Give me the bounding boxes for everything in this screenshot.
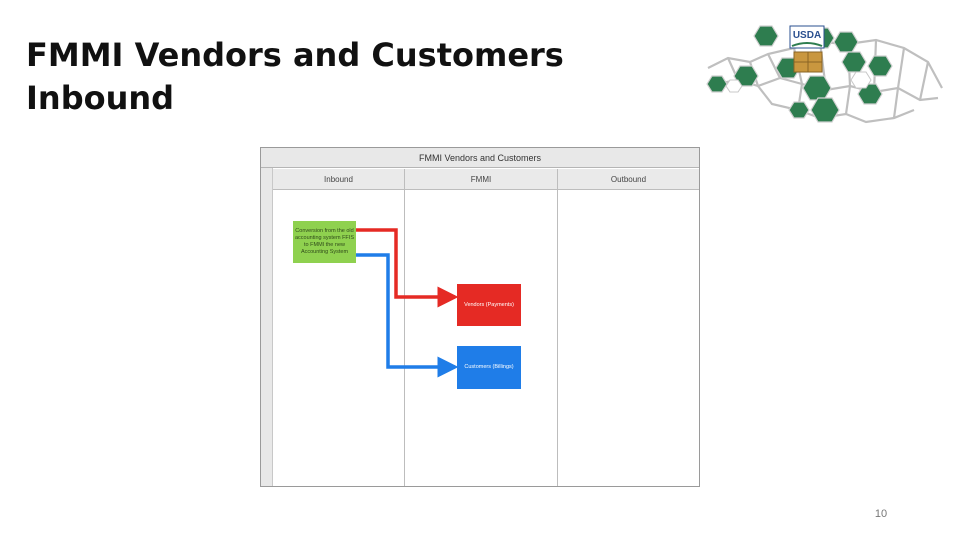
grain-crate-icon [793,51,823,73]
box-vendors-label: Vendors (Payments) [464,301,514,308]
lane-header-inbound: Inbound [273,169,404,190]
lane-header-outbound: Outbound [558,169,699,190]
connectors [356,228,459,378]
lane-divider-2 [557,169,558,486]
lane-header-fmmi: FMMI [405,169,557,190]
box-vendors: Vendors (Payments) [457,284,521,326]
lane-divider-1 [404,169,405,486]
box-customers-label: Customers (Billings) [464,364,514,370]
connector-to-customers [356,253,459,378]
usda-badge: USDA [789,25,825,49]
hex-white-tiles [725,71,872,93]
swimlane-diagram: FMMI Vendors and Customers Inbound FMMI … [260,147,700,487]
diagram-left-gutter [261,168,273,486]
box-customers: Customers (Billings) [457,346,521,389]
box-conversion-source-label: Conversion from the old accounting syste… [295,228,354,255]
usda-logo: USDA [706,25,943,124]
diagram-title: FMMI Vendors and Customers [261,148,699,168]
box-conversion-source: Conversion from the old accounting syste… [293,221,356,263]
usda-text: USDA [793,30,821,41]
connector-to-vendors [356,228,459,308]
slide-title: FMMI Vendors and Customers Inbound [26,36,564,117]
page-number: 10 [874,508,888,520]
